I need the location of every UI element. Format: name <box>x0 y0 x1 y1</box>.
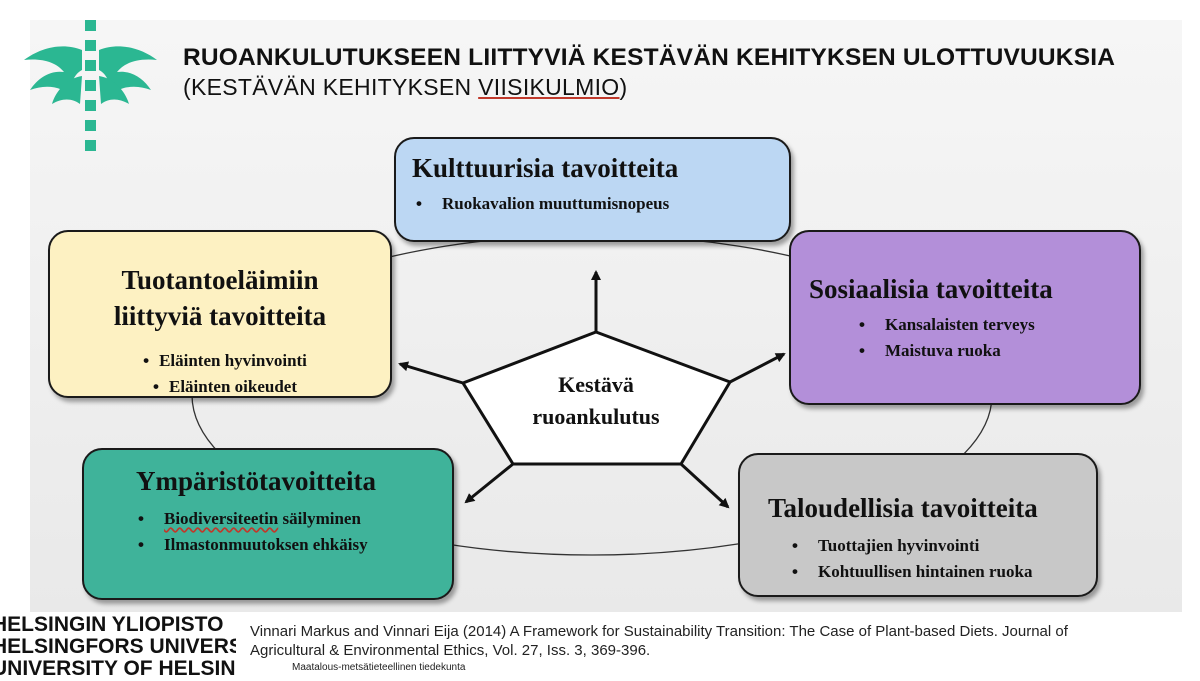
economic-goal-item: Kohtuullisen hintainen ruoka <box>792 559 1032 585</box>
university-name: HELSINGIN YLIOPISTO HELSINGFORS UNIVERSI… <box>0 614 236 681</box>
arrow-to-economic <box>679 462 730 509</box>
social-goal-item: Kansalaisten terveys <box>859 312 1035 338</box>
slide-title: RUOANKULUTUKSEEN LIITTYVIÄ KESTÄVÄN KEHI… <box>183 44 1116 71</box>
environmental-goals-heading: Ympäristötavoitteita <box>136 466 376 496</box>
animal-goal-item: Eläinten hyvinvointi <box>50 348 390 374</box>
environmental-goal-item: Ilmastonmuutoksen ehkäisy <box>138 532 368 558</box>
animal-goals-list: Eläinten hyvinvointi Eläinten oikeudet <box>50 348 390 400</box>
animal-goals-heading-line1: Tuotantoeläimiin <box>121 265 319 295</box>
subtitle-after: ) <box>619 74 628 100</box>
environmental-goal-item: Biodiversiteetin säilyminen <box>138 506 368 532</box>
university-name-sv: HELSINGFORS UNIVERSITET <box>0 635 236 658</box>
arrow-to-environmental <box>464 462 514 504</box>
animal-goals-box: Tuotantoeläimiin liittyviä tavoitteita E… <box>48 230 392 398</box>
university-name-en: UNIVERSITY OF HELSINKI <box>0 657 236 680</box>
subtitle-before: (KESTÄVÄN KEHITYKSEN <box>183 74 479 100</box>
center-label-line1: Kestävä <box>558 372 634 397</box>
economic-goals-box: Taloudellisia tavoitteita Tuottajien hyv… <box>738 453 1098 597</box>
spellcheck-marked-word: Biodiversiteetin <box>164 509 279 528</box>
animal-goal-item: Eläinten oikeudet <box>50 374 390 400</box>
slide-subtitle: (KESTÄVÄN KEHITYKSEN VIISIKULMIO) <box>183 74 627 101</box>
cultural-goals-heading: Kulttuurisia tavoitteita <box>412 153 679 183</box>
environmental-goals-list: Biodiversiteetin säilyminen Ilmastonmuut… <box>138 506 368 558</box>
social-goal-item: Maistuva ruoka <box>859 338 1035 364</box>
animal-goals-heading: Tuotantoeläimiin liittyviä tavoitteita <box>50 262 390 334</box>
arrow-to-animal <box>398 361 464 385</box>
economic-goal-item: Tuottajien hyvinvointi <box>792 533 1032 559</box>
center-pentagon <box>460 330 733 466</box>
environmental-goals-box: Ympäristötavoitteita Biodiversiteetin sä… <box>82 448 454 600</box>
subtitle-underlined: VIISIKULMIO <box>478 74 620 100</box>
center-label: Kestävä ruoankulutus <box>496 369 696 433</box>
citation-text: Vinnari Markus and Vinnari Eija (2014) A… <box>250 623 1068 659</box>
faculty-name: Maatalous-metsätieteellinen tiedekunta <box>292 662 466 673</box>
cultural-goals-list: Ruokavalion muuttumisnopeus <box>416 191 669 217</box>
social-goals-heading: Sosiaalisia tavoitteita <box>809 274 1053 304</box>
social-goals-box: Sosiaalisia tavoitteita Kansalaisten ter… <box>789 230 1141 405</box>
cultural-goal-item: Ruokavalion muuttumisnopeus <box>416 191 669 217</box>
center-label-line2: ruoankulutus <box>532 404 660 429</box>
university-name-fi: HELSINGIN YLIOPISTO <box>0 614 224 636</box>
helsinki-flame-icon <box>24 20 157 151</box>
cultural-goals-box: Kulttuurisia tavoitteita Ruokavalion muu… <box>394 137 791 242</box>
animal-goals-heading-line2: liittyviä tavoitteita <box>113 301 327 331</box>
social-goals-list: Kansalaisten terveys Maistuva ruoka <box>859 312 1035 364</box>
economic-goals-list: Tuottajien hyvinvointi Kohtuullisen hint… <box>792 533 1032 585</box>
arrow-to-social <box>729 352 786 384</box>
economic-goals-heading: Taloudellisia tavoitteita <box>768 493 1038 523</box>
